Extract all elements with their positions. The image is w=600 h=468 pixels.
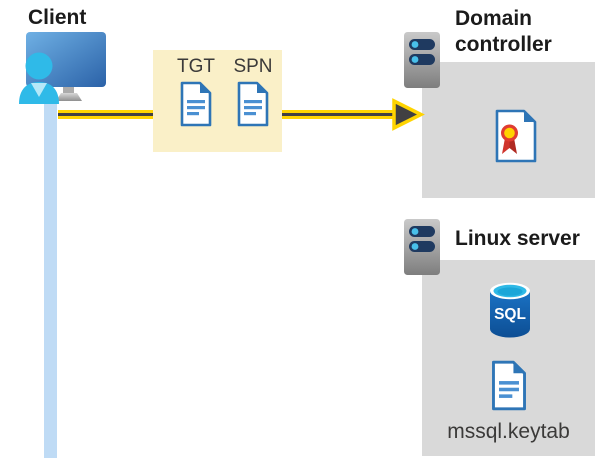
linux-server-icon [404, 219, 440, 275]
spn-document-icon [237, 81, 269, 127]
spn-credential: SPN [230, 56, 276, 132]
client-user-computer-icon [19, 32, 106, 104]
client-timeline [44, 96, 57, 458]
tgt-label: TGT [177, 56, 215, 77]
tgt-credential: TGT [173, 56, 219, 132]
person-icon [19, 52, 59, 104]
sql-badge-text: SQL [494, 306, 526, 323]
tgt-document-icon [180, 81, 212, 127]
linux-server-title: Linux server [455, 227, 580, 250]
domain-controller-server-icon [404, 32, 440, 88]
certificate-icon [495, 109, 537, 163]
keytab-document-icon [492, 360, 526, 411]
keytab-filename: mssql.keytab [447, 420, 570, 443]
credentials-box: TGT SPN [153, 50, 282, 152]
client-title: Client [28, 6, 87, 29]
spn-label: SPN [233, 56, 273, 77]
request-arrow-head-icon [392, 98, 425, 131]
domain-controller-title: Domain controller [455, 7, 552, 56]
sql-database-icon: SQL [490, 282, 530, 338]
